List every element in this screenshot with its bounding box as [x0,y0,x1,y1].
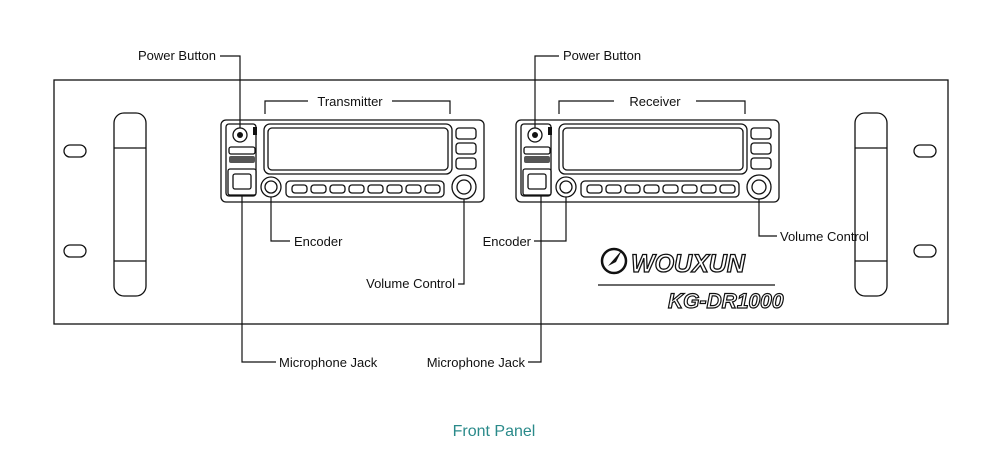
rx-encoder-label: Encoder [483,234,532,249]
rx-power-leader [534,55,559,128]
mount-hole-right-top [913,144,937,158]
rx-power-button [527,127,543,143]
tx-volume-leader [458,199,465,285]
rx-encoder-leader [534,197,567,242]
rx-volume-control-label: Volume Control [780,229,869,244]
transmitter-label: Transmitter [317,94,383,109]
model-name: KG-DR1000 [668,290,784,313]
rx-power-button-label: Power Button [563,48,641,63]
tx-side-buttons [228,146,256,163]
tx-encoder-knob [260,176,282,198]
mount-hole-left-top [63,144,87,158]
front-panel-caption: Front Panel [453,423,536,440]
receiver-bracket [558,100,746,114]
wouxun-logo-icon [600,247,628,275]
rx-keypad [580,180,740,198]
rx-right-keys [750,127,772,170]
rx-mic-leader [528,195,542,363]
rx-volume-leader [758,199,777,237]
tx-power-button [232,127,248,143]
tx-volume-control-label: Volume Control [366,276,455,291]
mount-hole-right-bottom [913,244,937,258]
rack-handle-left [113,112,147,297]
tx-encoder-label: Encoder [294,234,343,249]
tx-encoder-leader [270,197,290,242]
transmitter-radio [220,119,485,203]
transmitter-bracket [264,100,451,114]
tx-keypad [285,180,445,198]
tx-volume-knob [451,174,477,200]
tx-power-leader [220,55,241,128]
tx-microphone-jack-label: Microphone Jack [279,355,378,370]
receiver-label: Receiver [629,94,681,109]
rx-encoder-knob [555,176,577,198]
rx-side-buttons [523,146,551,163]
rx-microphone-jack-label: Microphone Jack [427,355,526,370]
tx-power-button-label: Power Button [138,48,216,63]
rack-panel [53,79,949,325]
rx-display [558,123,748,175]
rx-volume-knob [746,174,772,200]
rx-microphone-jack [522,168,552,196]
brand-name: WOUXUN [631,250,746,278]
tx-right-keys [455,127,477,170]
wouxun-logo: WOUXUN KG-DR1000 [598,247,784,314]
tx-display [263,123,453,175]
rack-handle-right [854,112,888,297]
receiver-radio [515,119,780,203]
tx-mic-leader [241,195,276,363]
mount-hole-left-bottom [63,244,87,258]
tx-microphone-jack [227,168,257,196]
